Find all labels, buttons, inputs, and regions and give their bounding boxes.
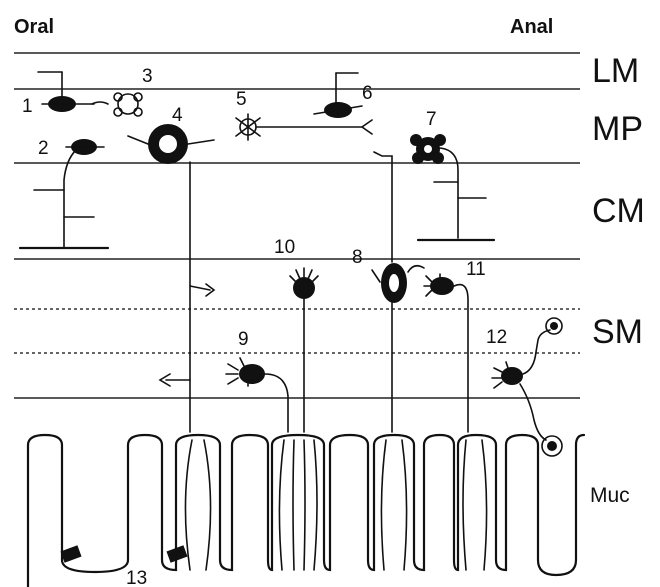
neuron-10 [290,268,318,432]
neuron-3-synapse [92,102,108,104]
neuron-7-lobe [412,152,424,164]
mucosal-fibers [185,440,486,570]
neuron-4-branch [190,284,214,296]
mucosal-fiber [293,440,294,570]
neuron-7-lobe [432,152,444,164]
neuron-8-process [408,266,424,272]
mucosal-fiber [314,440,317,570]
neuron-1 [38,72,94,112]
anal-label: Anal [510,16,553,38]
layer-label-mp: MP [592,110,643,148]
mucosal-fiber [185,440,192,570]
number-label-11: 11 [466,259,486,280]
neuron-7-lobe [410,134,422,146]
number-label-8: 8 [352,247,363,268]
neuron-7-nucleus [424,145,432,153]
neuron-12-axon-down [520,384,546,440]
neuron-10-soma [293,277,315,299]
neuron-3-soma [118,94,138,114]
mucosal-fiber [204,440,211,570]
neuron-6 [314,73,362,118]
mucosal-fiber [381,440,386,570]
neuron-4-nucleus [159,135,177,153]
neuron-5 [236,114,372,140]
neuron-7-lobe [434,134,446,146]
neuron-12-axon-up [523,330,550,374]
neuron-9 [226,358,288,432]
neuron-8 [372,152,424,432]
neuron-4 [128,124,214,432]
layer-label-sm: SM [592,313,643,351]
neuron-12-target-upper-core [550,322,558,330]
layer-label-muc: Muc [590,484,630,507]
neuron-2 [20,139,108,248]
number-label-12: 12 [486,327,507,348]
neuron-9-axon [265,374,288,432]
neuron-13-cell-left [60,545,81,562]
neuron-13 [60,545,187,562]
neuron-4-branch [160,374,190,386]
neuron-5-terminal [362,120,372,134]
neuron-8-nucleus [389,274,399,292]
neuron-3 [92,93,142,116]
neuron-4-process [128,136,148,144]
layer-label-lm: LM [592,52,639,90]
number-label-4: 4 [172,105,183,126]
number-label-7: 7 [426,109,437,130]
neuron-12-soma [501,367,523,385]
number-label-3: 3 [142,66,153,87]
number-label-6: 6 [362,83,373,104]
mucosa-villi-outline [28,435,584,587]
neuron-11-soma [430,277,454,295]
neuron-12-target-lower-core [547,441,557,451]
number-label-13: 13 [126,568,147,587]
mucosal-fiber [402,440,407,570]
neuron-8-input [374,152,392,262]
mucosal-fiber [463,440,466,570]
neuron-8-process [372,270,380,282]
number-label-9: 9 [238,329,249,350]
neuron-4-process [188,140,214,144]
layer-label-cm: CM [592,192,645,230]
number-label-10: 10 [274,237,295,258]
mucosal-fiber [482,440,487,570]
number-label-1: 1 [22,96,33,117]
oral-label: Oral [14,16,54,38]
mucosal-fiber [304,440,305,570]
mucosal-fiber [279,440,284,570]
neuron-7 [410,134,494,240]
neuron-9-soma [239,364,265,384]
neuron-13-cell-right [166,545,187,562]
number-label-2: 2 [38,138,49,159]
number-label-5: 5 [236,89,247,110]
neuron-11-axon [454,285,468,432]
neuron-2-axon [64,150,76,248]
